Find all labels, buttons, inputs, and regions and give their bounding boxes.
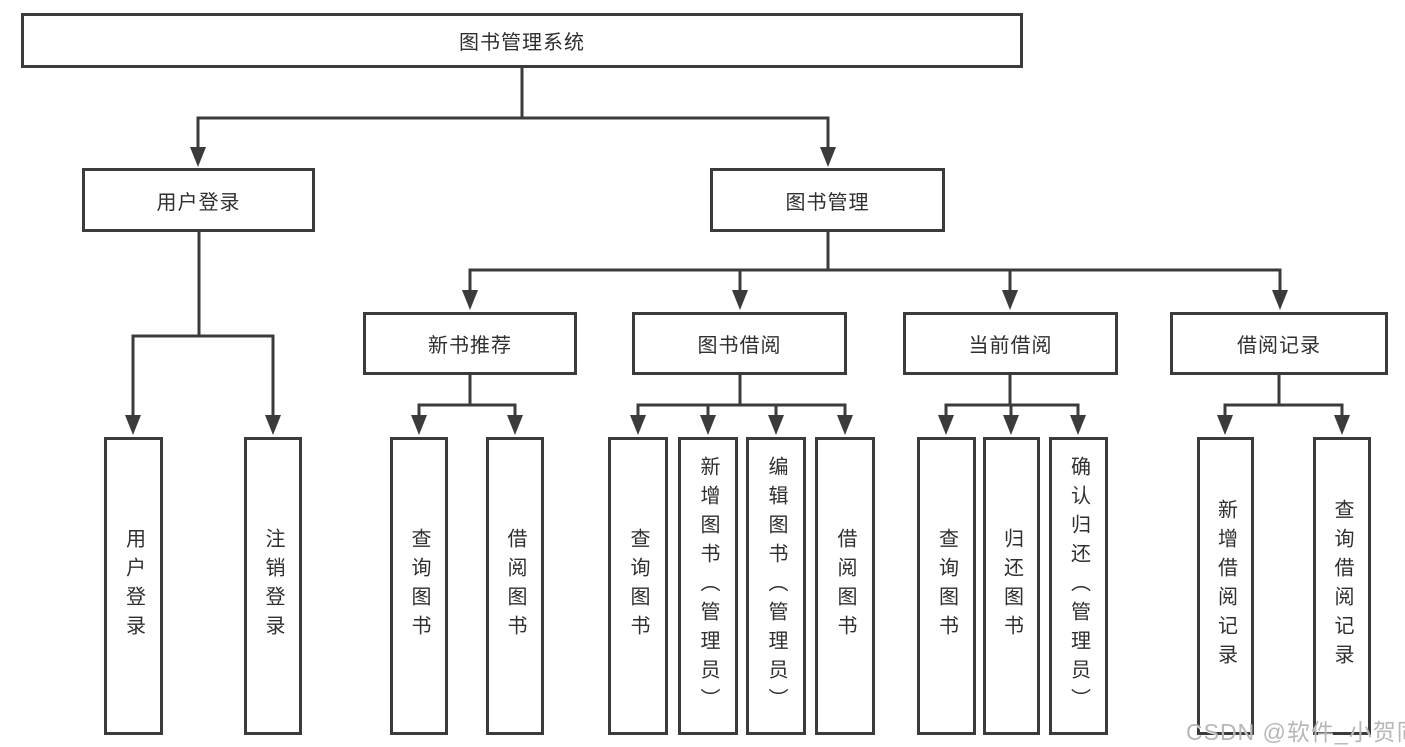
leaf-query-books-2: 查询图书 [608,437,668,735]
node-label: 图书管理 [785,191,870,214]
csdn-watermark: CSDN @软件_小贺同学 [1186,719,1405,745]
node-book-borrowing: 图书借阅 [632,312,847,375]
node-user-login: 用户登录 [82,168,315,232]
node-label: 图书管理系统 [459,32,585,54]
node-label: 当前借阅 [968,335,1053,357]
node-label: 查询图书 [408,528,430,644]
leaf-query-books-3: 查询图书 [917,437,976,735]
node-label: 查询图书 [627,528,649,644]
leaf-return-books: 归还图书 [983,437,1040,735]
leaf-user-login: 用户登录 [104,437,163,735]
node-label: 新增借阅记录 [1214,499,1237,673]
node-label: 借阅图书 [834,528,856,644]
node-label: 查询借阅记录 [1331,499,1353,673]
node-borrowing-records: 借阅记录 [1170,312,1388,375]
leaf-query-borrow-record: 查询借阅记录 [1313,437,1371,735]
node-label: 用户登录 [156,191,241,214]
leaf-logout: 注销登录 [244,437,302,735]
node-label: 新书推荐 [428,335,512,357]
leaf-edit-books-admin: 编辑图书（管理员） [746,437,806,735]
leaf-add-borrow-record: 新增借阅记录 [1197,437,1254,735]
node-current-borrowing: 当前借阅 [903,312,1118,375]
leaf-confirm-return-admin: 确认归还（管理员） [1049,437,1108,735]
leaf-add-books-admin: 新增图书（管理员） [678,437,738,735]
node-library-system-root: 图书管理系统 [21,13,1023,68]
node-label: 查询图书 [935,528,958,644]
node-label: 确认归还（管理员） [1067,455,1090,717]
node-label: 新增图书（管理员） [697,455,719,717]
node-label: 用户登录 [122,528,145,644]
node-label: 图书借阅 [697,335,782,357]
node-book-management: 图书管理 [710,168,945,232]
node-label: 注销登录 [262,528,284,644]
node-label: 归还图书 [1000,528,1023,644]
node-label: 编辑图书（管理员） [765,455,787,717]
leaf-borrow-books-2: 借阅图书 [815,437,875,735]
leaf-borrow-books-1: 借阅图书 [486,437,544,735]
node-label: 借阅图书 [504,528,526,644]
node-label: 借阅记录 [1237,335,1321,357]
node-new-book-recommend: 新书推荐 [363,312,577,375]
leaf-query-books-1: 查询图书 [390,437,448,735]
